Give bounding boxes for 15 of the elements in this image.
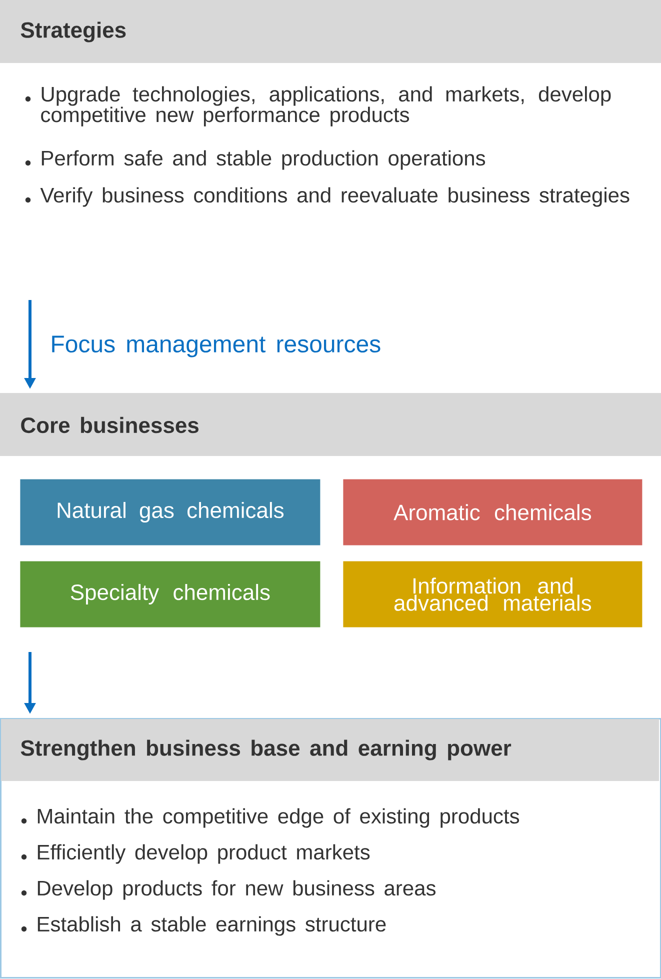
- section-header: Strategies: [0, 0, 661, 63]
- bullet-item: Develop products for new business areas: [21, 880, 436, 900]
- bullet-item: Maintain the competitive edge of existing products: [21, 808, 520, 828]
- bullet-item: Perform safe and stable production operations: [25, 150, 486, 170]
- business-box: Aromatic chemicals: [343, 479, 642, 546]
- section-header: Core businesses: [21, 416, 198, 434]
- section-header: Strengthen business base and earning power: [1, 719, 659, 781]
- business-box: Specialty chemicals: [20, 561, 320, 628]
- bullet-item: Efficiently develop product markets: [21, 844, 370, 864]
- bullet-item: Verify business conditions and reevaluate business strategies: [25, 187, 630, 207]
- edge-label: Focus management resources: [48, 334, 384, 360]
- bullet-item: Establish a stable earnings structure: [21, 916, 386, 936]
- bullet-item: Upgrade technologies, applications, and markets, develop competitive new performance products: [25, 86, 611, 126]
- business-box: Information and advanced materials: [343, 561, 642, 628]
- business-box: Natural gas chemicals: [20, 479, 320, 546]
